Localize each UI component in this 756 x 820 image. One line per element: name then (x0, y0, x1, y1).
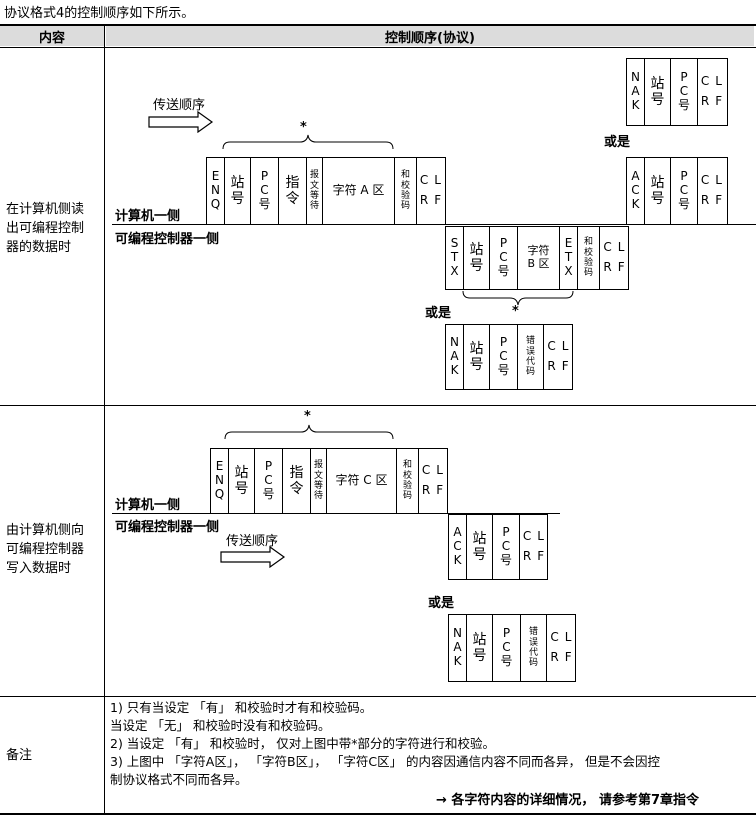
transmit-arrow-icon (220, 546, 286, 568)
header-sequence: 控制顺序(协议) (106, 26, 754, 46)
computer-side-label: 计算机一侧 (115, 498, 181, 513)
plc-side-label: 可编程控制器一侧 (115, 520, 220, 535)
remarks-label: 备注 (6, 748, 33, 763)
checksum-cell: 和校验码 (397, 449, 419, 513)
checksum-cell: 和校验码 (395, 158, 417, 224)
station-cell: 站号 (645, 158, 671, 224)
checksum-asterisk: * (300, 120, 307, 135)
header-bottom-border (0, 47, 756, 48)
error-code-cell: 错误代码 (521, 615, 547, 681)
station-cell: 站号 (464, 325, 490, 389)
checksum-asterisk-bottom: * (512, 304, 519, 319)
footer-reference: → 各字符内容的详细情况， 请参考第7章指令 (436, 793, 699, 808)
transmit-arrow-icon (148, 111, 214, 133)
note-line-1: 1) 只有当设定 「有」 和校验时才有和校验码。 (110, 700, 373, 715)
error-code-cell: 错误代码 (518, 325, 544, 389)
checksum-brace-bottom-icon (462, 290, 574, 306)
char-a-cell: 字符 A 区 (323, 158, 395, 224)
wait-cell: 报文等待 (307, 158, 323, 224)
command-cell: 指令 (279, 158, 307, 224)
station-cell: 站号 (464, 227, 490, 289)
write-row-label: 由计算机侧向可编程控制器写入数据时 (6, 523, 85, 576)
table-bottom-border (0, 813, 756, 815)
checksum-cell: 和校验码 (578, 227, 600, 289)
checksum-brace-icon (222, 134, 394, 150)
or-label: 或是 (604, 135, 631, 150)
checksum-asterisk: * (304, 409, 311, 424)
note-line-5: 制协议格式不同而各异。 (110, 772, 248, 787)
station-cell: 站号 (467, 615, 493, 681)
checksum-brace-icon (224, 424, 394, 440)
transmit-order-label: 传送顺序 (226, 534, 279, 549)
or-label: 或是 (425, 306, 452, 321)
station-cell: 站号 (467, 515, 493, 579)
row-divider-2 (0, 696, 756, 697)
station-cell: 站号 (645, 59, 671, 125)
command-cell: 指令 (283, 449, 311, 513)
table-top-border (0, 24, 756, 26)
timeline-line-read (112, 224, 756, 225)
station-cell: 站号 (229, 449, 255, 513)
intro-text: 协议格式4的控制顺序如下所示。 (4, 6, 195, 21)
read-row-label: 在计算机侧读出可编程控制器的数据时 (6, 202, 85, 255)
plc-side-label: 可编程控制器一侧 (115, 232, 220, 247)
note-line-3: 2) 当设定 「有」 和校验时， 仅对上图中带*部分的字符进行和校验。 (110, 736, 495, 751)
char-c-cell: 字符 C 区 (327, 449, 397, 513)
wait-cell: 报文等待 (311, 449, 327, 513)
note-line-2: 当设定 「无」 和校验时没有和校验码。 (110, 718, 331, 733)
station-cell: 站号 (225, 158, 251, 224)
transmit-order-label: 传送顺序 (153, 98, 206, 113)
computer-side-label: 计算机一侧 (115, 209, 181, 224)
or-label: 或是 (428, 596, 455, 611)
column-divider (104, 24, 105, 814)
note-line-4: 3) 上图中 「字符A区」， 「字符B区」， 「字符C区」 的内容因通信内容不同… (110, 754, 661, 769)
header-content: 内容 (0, 26, 104, 46)
row-divider-1 (0, 405, 756, 406)
timeline-line-write (112, 513, 560, 514)
